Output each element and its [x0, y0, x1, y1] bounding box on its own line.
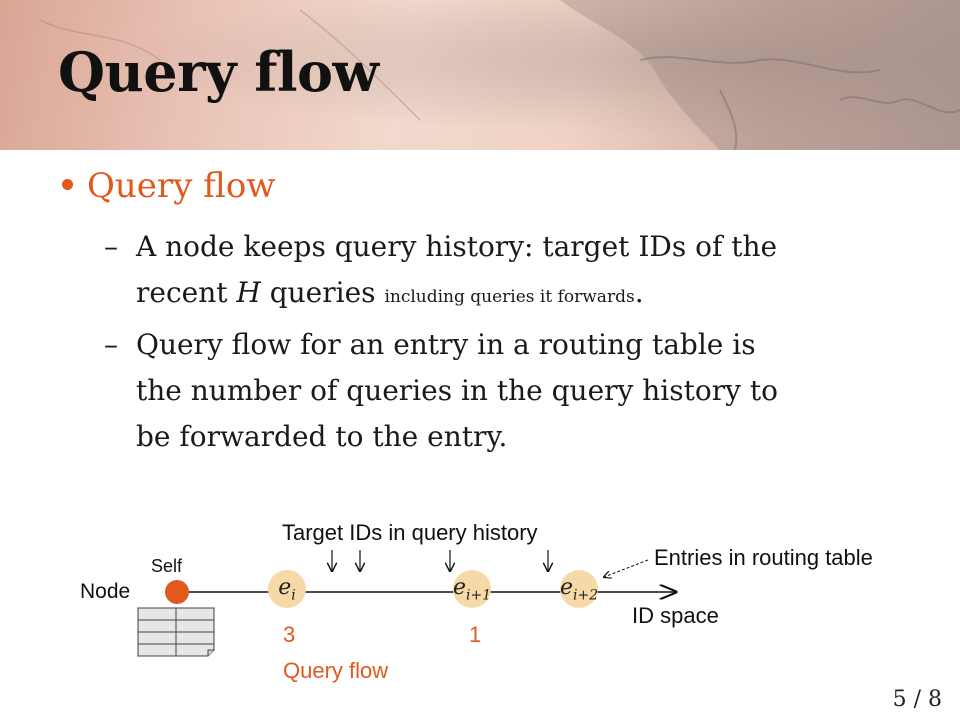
entries-pointer-arrow: [604, 559, 649, 577]
slide-title: Query flow: [58, 40, 379, 104]
query-flow-diagram: Target IDs in query history Entries in r…: [0, 500, 960, 700]
sub-bullet-text: A node keeps query history: target IDs o…: [136, 224, 904, 320]
dash-marker: –: [104, 328, 118, 361]
entry-e-i-plus-2: ei+2: [560, 570, 598, 608]
self-label: Self: [151, 556, 183, 576]
query-flow-label: Query flow: [283, 658, 389, 683]
self-node-circle: [165, 580, 189, 604]
map-background-image: [39, 0, 960, 150]
line-1: Query flow for an entry in a routing tab…: [136, 328, 756, 361]
line-2-small-note: including queries it forwards: [384, 287, 635, 307]
target-ids-label: Target IDs in query history: [282, 520, 538, 545]
page-number: 5 / 8: [892, 687, 942, 712]
entry-e-i: ei: [268, 570, 306, 608]
id-space-label: ID space: [632, 603, 719, 628]
line-1: A node keeps query history: target IDs o…: [136, 230, 778, 263]
flow-value-e-i-plus-1: 1: [469, 622, 482, 647]
dash-marker: –: [104, 230, 118, 263]
bullet-text: Query flow: [87, 166, 276, 206]
variable-h: H: [236, 276, 261, 309]
diagram-lines: [137, 550, 960, 657]
line-2-end: .: [634, 276, 644, 309]
flow-value-e-i: 3: [283, 622, 296, 647]
target-id-arrows: [332, 550, 548, 571]
sub-bullet-query-history: – A node keeps query history: target IDs…: [104, 224, 904, 320]
bullet-query-flow: Query flow: [62, 166, 275, 206]
header-banner: Query flow: [0, 0, 960, 150]
routing-table-icon: [137, 607, 215, 657]
entry-e-i-plus-1: ei+1: [453, 570, 491, 608]
bullet-dot-icon: [62, 178, 73, 190]
line-2-pre: recent: [136, 276, 237, 309]
entries-label: Entries in routing table: [654, 545, 873, 570]
line-2: the number of queries in the query histo…: [136, 374, 778, 407]
line-3: be forwarded to the entry.: [136, 420, 508, 453]
sub-bullet-text: Query flow for an entry in a routing tab…: [136, 322, 904, 460]
line-2-mid: queries: [260, 276, 385, 309]
node-label: Node: [80, 580, 131, 603]
sub-bullet-query-flow-def: – Query flow for an entry in a routing t…: [104, 322, 904, 460]
